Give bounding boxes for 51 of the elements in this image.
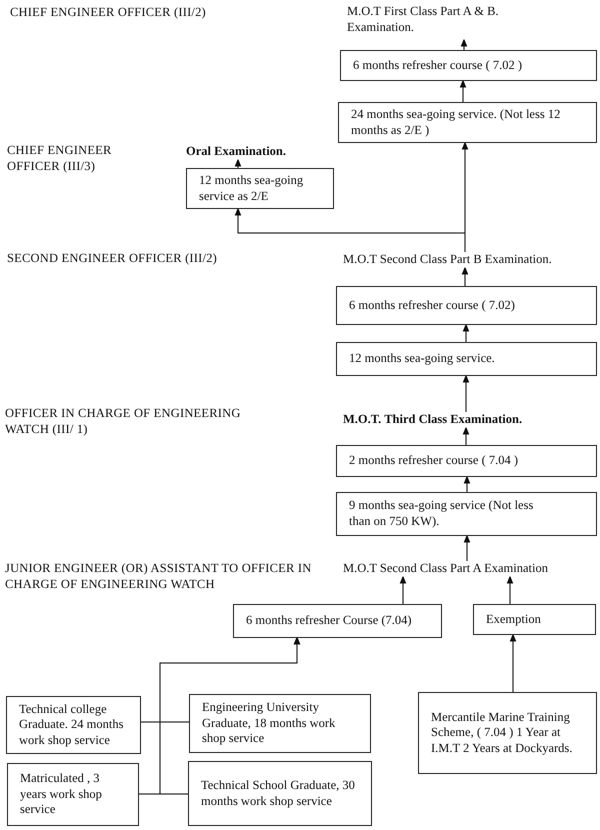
arrow xyxy=(234,158,242,168)
process-box xyxy=(336,286,597,325)
box-text: 6 months refresher Course (7.04) xyxy=(246,613,412,629)
process-box xyxy=(188,761,372,826)
process-box xyxy=(336,492,597,536)
rank-title: JUNIOR ENGINEER (OR) ASSISTANT TO OFFICER IN CHARGE OF ENGINEERING WATCH xyxy=(5,560,312,592)
process-box xyxy=(6,696,141,754)
box-text: 2 months refresher course ( 7.04 ) xyxy=(349,453,518,469)
rank-title: CHIEF ENGINEER OFFICER (III/2) xyxy=(10,4,207,20)
process-box xyxy=(186,168,334,209)
box-text: 24 months sea-going service. (Not less 12 months as 2/E ) xyxy=(351,106,562,138)
box-text: 9 months sea-going service (Not less than on 750 KW). xyxy=(349,498,534,530)
arrow xyxy=(464,476,470,492)
arrow xyxy=(462,324,470,342)
arrow xyxy=(462,426,470,446)
box-text: Exemption xyxy=(486,612,541,628)
arrow xyxy=(400,576,406,604)
arrow xyxy=(462,374,470,412)
box-text: Matriculated , 3 years work shop service xyxy=(20,771,103,818)
exam-title: M.O.T Second Class Part A Examination xyxy=(343,561,549,577)
arrow xyxy=(510,634,516,692)
box-text: Mercantile Marine Training Scheme, ( 7.04 ) 1 Year at I.M.T 2 Years at Dockyards. xyxy=(431,710,574,756)
process-box xyxy=(336,445,597,477)
arrow xyxy=(460,38,468,50)
box-text: 12 months sea-going service. xyxy=(349,351,495,367)
process-box xyxy=(473,604,596,635)
arrow xyxy=(506,576,514,604)
rank-title: OFFICER IN CHARGE OF ENGINEERING WATCH (III/ 1) xyxy=(5,405,242,438)
process-box xyxy=(336,342,597,376)
process-box xyxy=(189,694,371,753)
process-box xyxy=(340,50,597,81)
box-text: 6 months refresher course ( 7.02) xyxy=(349,298,515,314)
arrow xyxy=(234,208,466,252)
process-box xyxy=(7,763,139,826)
process-box xyxy=(338,102,597,143)
arrow xyxy=(464,534,470,562)
rank-title: SECOND ENGINEER OFFICER (III/2) xyxy=(7,250,218,266)
exam-title: Oral Examination. xyxy=(186,144,288,160)
box-text: Engineering University Graduate, 18 months work shop service xyxy=(202,700,336,747)
arrow xyxy=(460,80,466,102)
rank-title: CHIEF ENGINEER OFFICER (III/3) xyxy=(7,142,113,174)
exam-title: M.O.T First Class Part A & B. Examination. xyxy=(347,4,500,36)
exam-title: M.O.T Second Class Part B Examination. xyxy=(343,252,553,268)
process-box xyxy=(233,604,442,638)
process-box xyxy=(418,692,597,774)
exam-title: M.O.T. Third Class Examination. xyxy=(343,412,524,428)
box-text: Technical School Graduate, 30 months work shop service xyxy=(201,778,356,810)
box-text: Technical college Graduate. 24 months work shop service xyxy=(19,702,124,748)
arrow xyxy=(462,266,468,286)
box-text: 12 months sea-going service as 2/E xyxy=(199,172,304,204)
box-text: 6 months refresher course ( 7.02 ) xyxy=(353,58,522,74)
